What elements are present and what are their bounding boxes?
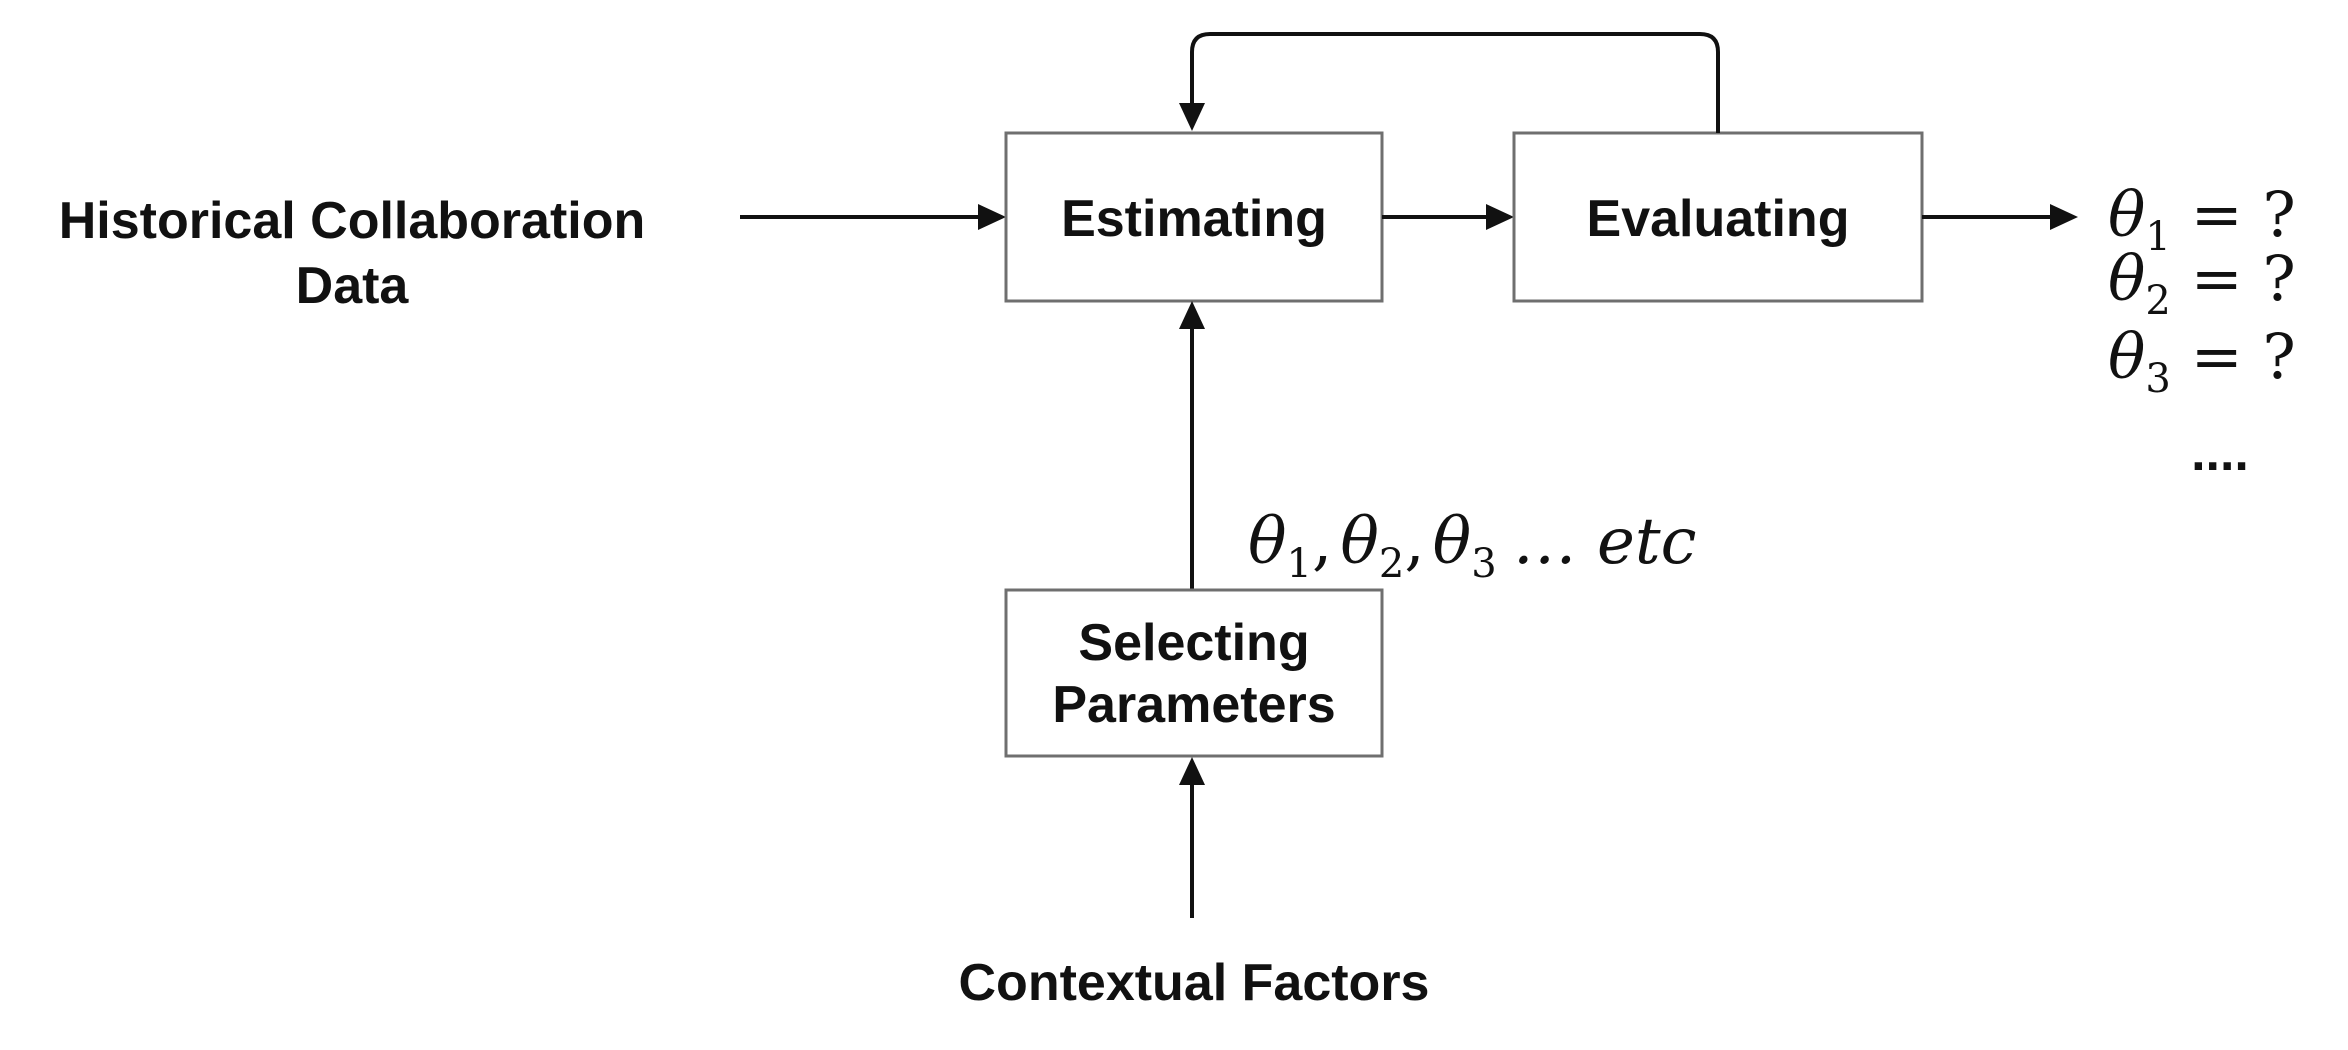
selecting-parameters-box: Selecting Parameters <box>1004 588 1384 758</box>
evaluating-label: Evaluating <box>1587 190 1850 248</box>
arrow-context-to-selecting <box>1179 757 1205 918</box>
output-theta-1: θ1= ? <box>2108 178 2296 260</box>
arrow-selecting-to-estimating <box>1179 301 1205 590</box>
selecting-label-line2: Parameters <box>1052 676 1335 734</box>
output-theta-3: θ3= ? <box>2108 320 2296 402</box>
output-theta-2: θ2= ? <box>2108 242 2296 324</box>
arrow-estimating-to-evaluating <box>1382 204 1514 230</box>
evaluating-box: Evaluating <box>1512 131 1924 303</box>
parameter-set-label: θ1,θ2,θ3… etc <box>1248 505 1696 587</box>
arrow-input-to-estimating <box>740 204 1006 230</box>
estimating-box: Estimating <box>1004 131 1384 303</box>
selecting-label-line1: Selecting <box>1078 614 1309 672</box>
feedback-loop-arrow <box>1179 32 1720 133</box>
output-estimates: θ1= ? θ2= ? θ3= ? .... <box>2108 178 2296 482</box>
arrow-evaluating-to-outputs <box>1922 204 2078 230</box>
output-ellipsis: .... <box>2191 424 2249 482</box>
estimating-label: Estimating <box>1061 190 1327 248</box>
input-label-line2: Data <box>296 257 410 315</box>
contextual-factors-label: Contextual Factors <box>959 954 1430 1012</box>
input-label-line1: Historical Collaboration <box>59 192 646 250</box>
